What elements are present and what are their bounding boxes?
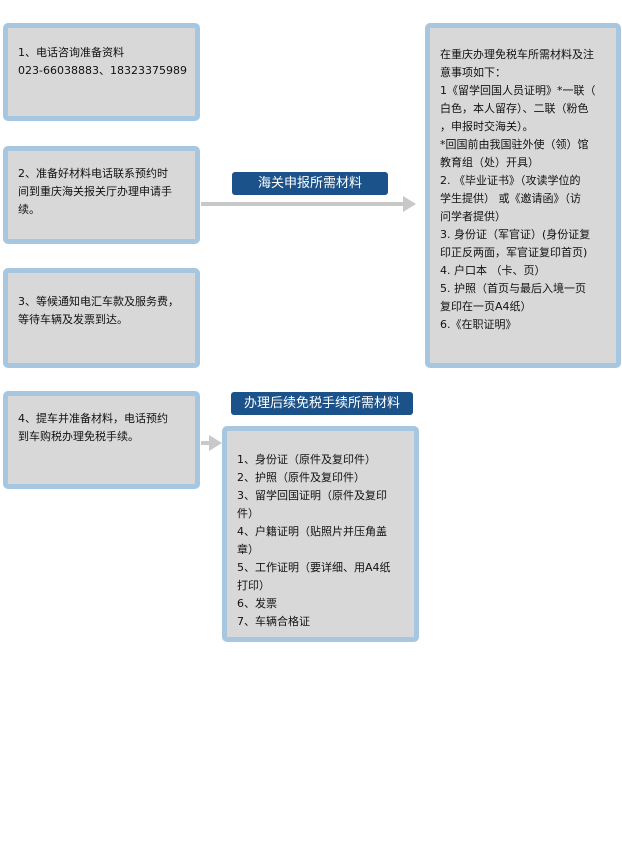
material-line: *回国前由我国驻外使（领）馆 [440,138,589,151]
customs-materials-box: 在重庆办理免税车所需材料及注 意事项如下： 1《留学回国人员证明》*一联（ 白色… [425,23,621,368]
material-line: 6.《在职证明》 [440,318,517,331]
material-line: 3. 身份证（军官证）(身份证复 [440,228,591,241]
step-3-box: 3、等候通知电汇车款及服务费， 等待车辆及发票到达。 [3,268,200,368]
customs-label: 海关申报所需材料 [232,172,388,195]
material-line: 复印在一页A4纸） [440,300,532,313]
material-line: ，申报时交海关）。 [440,120,534,133]
material-line: 6、发票 [237,597,277,610]
material-line: 4、户籍证明（贴照片并压角盖 [237,525,387,538]
arrow-line [201,441,210,445]
material-line: 在重庆办理免税车所需材料及注 [440,48,594,61]
followup-materials-box: 1、身份证（原件及复印件） 2、护照（原件及复印件） 3、留学回国证明（原件及复… [222,426,419,642]
material-line: 4. 户口本 （卡、页） [440,264,546,277]
step-text: 间到重庆海关报关厅办理申请手 [18,185,172,198]
step-phone: 023-66038883、18323375989 [18,64,187,77]
material-line: 3、留学回国证明（原件及复印 [237,489,387,502]
step-4-box: 4、提车并准备材料，电话预约 到车购税办理免税手续。 [3,391,200,489]
step-text: 3、等候通知电汇车款及服务费， [18,295,179,308]
material-line: 章） [237,543,259,556]
step-text: 到车购税办理免税手续。 [18,430,139,443]
material-line: 7、车辆合格证 [237,615,310,628]
arrow-head [403,196,416,212]
material-line: 件） [237,507,259,520]
material-line: 意事项如下： [440,66,506,79]
material-line: 2. 《毕业证书》（攻读学位的 [440,174,581,187]
arrow-head [209,435,222,451]
step-text: 2、准备好材料电话联系预约时 [18,167,168,180]
step-text: 续。 [18,203,40,216]
material-line: 学生提供） 或《邀请函》（访 [440,192,581,205]
material-line: 印正反两面，军官证复印首页) [440,246,588,259]
step-text: 等待车辆及发票到达。 [18,313,128,326]
step-text: 4、提车并准备材料，电话预约 [18,412,168,425]
material-line: 5、工作证明（要详细、用A4纸 [237,561,391,574]
material-line: 教育组（处）开具） [440,156,539,169]
step-text: 1、电话咨询准备资料 [18,46,124,59]
material-line: 1、身份证（原件及复印件） [237,453,376,466]
material-line: 问学者提供） [440,210,506,223]
material-line: 5. 护照（首页与最后入境一页 [440,282,586,295]
material-line: 白色，本人留存）、二联（粉色 [440,102,589,115]
material-line: 1《留学回国人员证明》*一联（ [440,84,596,97]
step-1-box: 1、电话咨询准备资料 023-66038883、18323375989 [3,23,200,121]
followup-label: 办理后续免税手续所需材料 [231,392,413,415]
material-line: 打印） [237,579,270,592]
step-2-box: 2、准备好材料电话联系预约时 间到重庆海关报关厅办理申请手 续。 [3,146,200,244]
material-line: 2、护照（原件及复印件） [237,471,365,484]
arrow-line [201,202,404,206]
